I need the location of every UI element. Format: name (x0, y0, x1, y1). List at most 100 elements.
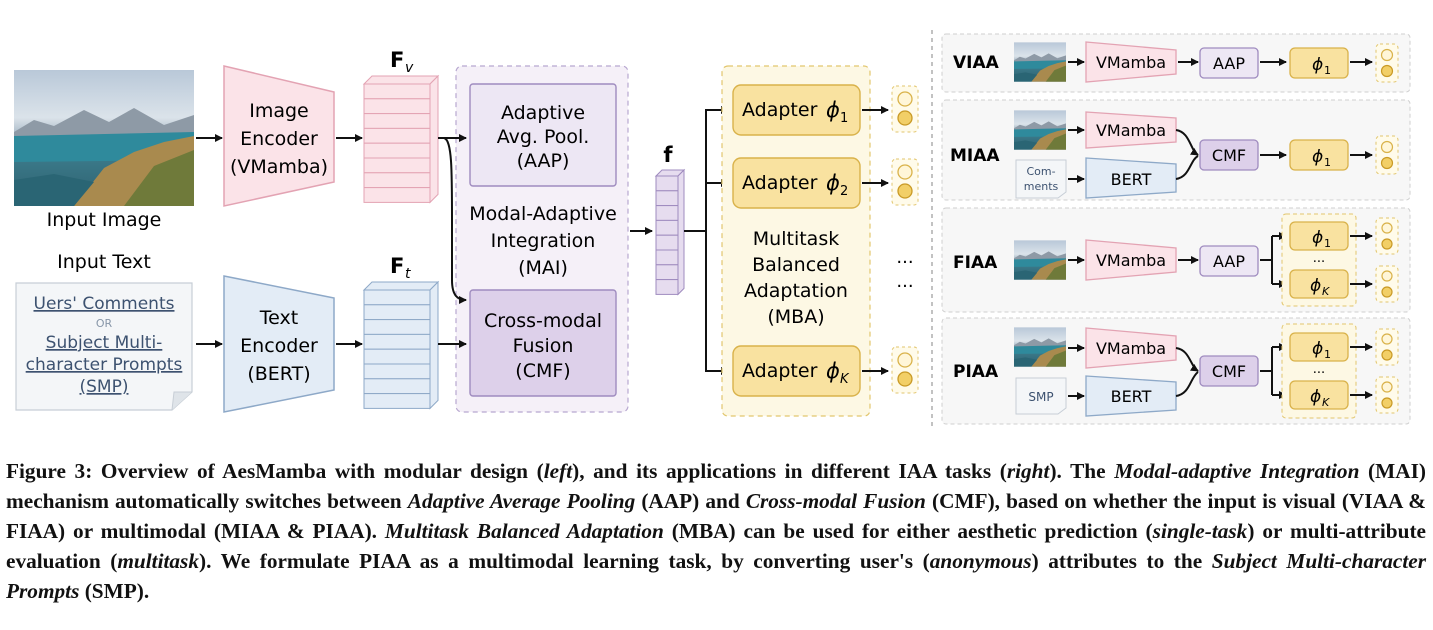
fiaa-vmamba-label: VMamba (1096, 251, 1166, 270)
viaa-aap-label: AAP (1213, 54, 1245, 73)
caption-text: (MBA) can be used for either aesthetic p… (663, 519, 1153, 543)
stack-cell (363, 142, 431, 159)
piaa-phi-k-sub: K (1322, 396, 1330, 409)
miaa-output (1375, 135, 1399, 175)
fiaa-phi-1-sub: 1 (1324, 237, 1331, 250)
image-encoder (223, 65, 335, 207)
cmf-line1: Cross-modal (484, 310, 602, 332)
fv-label: F (390, 48, 404, 72)
image-encoder-line1: Image (249, 100, 309, 122)
viaa-phi-sub: 1 (1324, 64, 1331, 77)
miaa-adapter (1289, 139, 1349, 171)
f-feature-stack (654, 168, 686, 296)
miaa-label: MIAA (950, 146, 1000, 166)
caption-text: (SMP). (79, 579, 150, 603)
mba-line3: Adaptation (744, 280, 848, 302)
input-image (14, 70, 194, 206)
f-label: f (663, 143, 673, 167)
stack-cell (363, 113, 431, 129)
stack-top-face (362, 281, 440, 291)
note-smp-line3: (SMP) (80, 377, 129, 397)
fiaa-phi-k-sub: K (1322, 285, 1330, 298)
input-image-label: Input Image (47, 209, 162, 231)
fiaa-vmamba (1085, 239, 1177, 281)
fiaa-phi-k: ϕ (1310, 276, 1321, 296)
architecture-diagram: Input Image Input Text Uers' Comments OR… (14, 30, 1411, 428)
piaa-image (1014, 327, 1066, 367)
aap-line3: (AAP) (517, 150, 570, 172)
output-2 (891, 158, 919, 206)
fiaa-label: FIAA (953, 253, 998, 273)
mba-line4: (MBA) (767, 306, 824, 328)
mba-region (721, 65, 871, 417)
caption-single-task: single-task (1152, 519, 1248, 543)
miaa-bert-label: BERT (1111, 170, 1152, 189)
piaa-vdots: ··· (1313, 366, 1325, 381)
piaa-cmf (1199, 355, 1259, 387)
note-or: OR (96, 317, 113, 330)
figure-caption: Figure 3: Overview of AesMamba with modu… (6, 456, 1426, 606)
caption-smp: Subject Multi-character Prompts (6, 549, 1427, 603)
piaa-cmf-label: CMF (1212, 362, 1246, 381)
mai-line2: Integration (491, 230, 596, 252)
caption-aap: Adaptive Average Pooling (407, 489, 636, 513)
viaa-phi: ϕ (1312, 55, 1323, 75)
viaa-vmamba-label: VMamba (1096, 53, 1166, 72)
ft-label: F (390, 254, 404, 278)
stack-cell (363, 333, 431, 350)
viaa-vmamba (1085, 41, 1177, 83)
stack-top-face (362, 75, 440, 85)
stack-cell (655, 175, 679, 192)
miaa-comments-line2: ments (1024, 180, 1059, 193)
adapter-k-phi: ϕ (826, 359, 840, 383)
dots-2: ··· (896, 276, 913, 297)
fiaa-phi-1: ϕ (1312, 228, 1323, 248)
adapter-k-sub: K (840, 372, 850, 387)
miaa-vmamba (1085, 111, 1177, 149)
output-k (891, 346, 919, 394)
cmf-line3: (CMF) (515, 360, 570, 382)
caption-multitask: multitask (117, 549, 199, 573)
viaa-adapter (1289, 47, 1349, 79)
piaa-output-1 (1375, 328, 1399, 366)
miaa-bert (1085, 157, 1177, 199)
adapter-2-sub: 2 (840, 184, 848, 199)
miaa-cmf-label: CMF (1212, 146, 1246, 165)
aap-line1: Adaptive (501, 102, 585, 124)
fiaa-aap (1199, 245, 1259, 277)
stack-cell (363, 393, 431, 409)
fiaa-adapter-k (1289, 269, 1349, 299)
cmf-line2: Fusion (513, 335, 574, 357)
adapter-k-label: Adapter (742, 360, 818, 382)
viaa-image (1014, 42, 1066, 82)
stack-cell (363, 289, 431, 306)
stack-cell (363, 348, 431, 365)
adapter-2-phi: ϕ (826, 171, 840, 195)
miaa-cmf (1199, 139, 1259, 171)
miaa-comments-line1: Com- (1026, 165, 1055, 178)
text-encoder (223, 275, 335, 413)
stack-cell (655, 205, 679, 221)
mba-line2: Balanced (752, 254, 840, 276)
stack-cell (655, 190, 679, 207)
miaa-comments-card (1015, 159, 1067, 199)
caption-text: (MAI) mechanism automatically switches b… (6, 459, 1426, 513)
note-smp-line1: Subject Multi- (46, 333, 163, 353)
stack-cell (655, 264, 679, 281)
piaa-vmamba (1085, 327, 1177, 369)
text-encoder-line3: (BERT) (247, 363, 310, 385)
caption-right: right (1006, 459, 1050, 483)
viaa-output (1375, 43, 1399, 83)
caption-text: (AAP) and (635, 489, 746, 513)
piaa-phi-1-sub: 1 (1324, 348, 1331, 361)
aap-line2: Avg. Pool. (497, 126, 590, 148)
caption-text: ), and its applications in different IAA… (572, 459, 1007, 483)
fv-subscript: v (405, 60, 414, 76)
cmf-box (469, 289, 617, 397)
stack-cell (363, 363, 431, 380)
stack-side-face (429, 74, 439, 204)
fv-feature-stack (362, 74, 440, 204)
caption-left: left (543, 459, 573, 483)
fiaa-output-k (1375, 265, 1399, 303)
miaa-phi-sub: 1 (1324, 156, 1331, 169)
